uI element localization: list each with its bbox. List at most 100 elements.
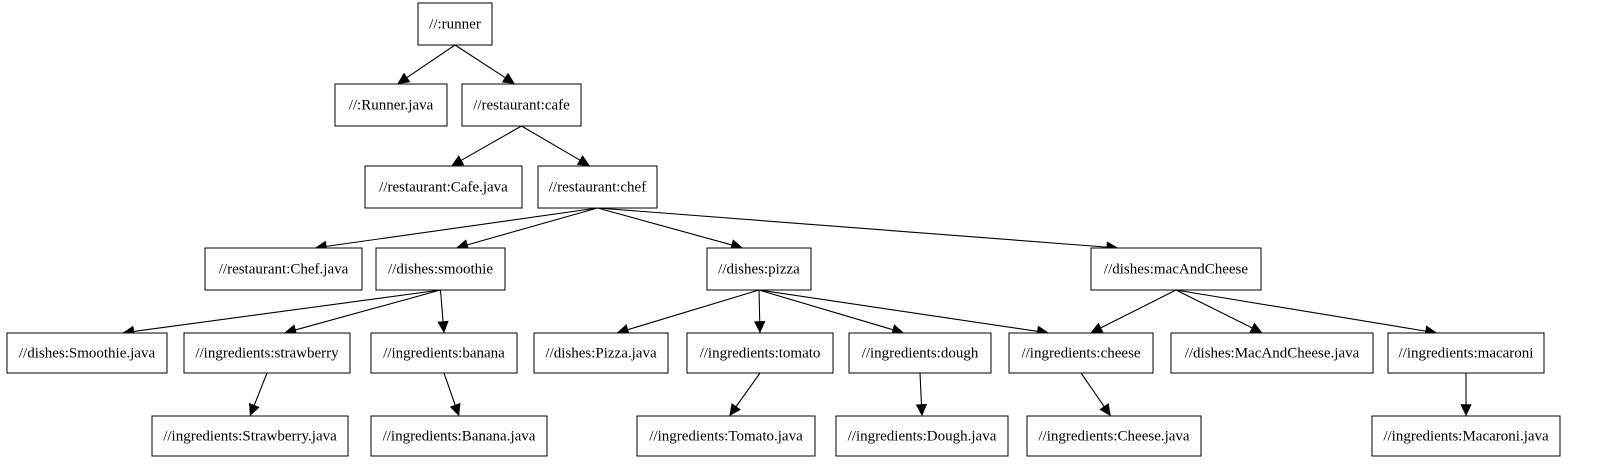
node-label-macandcheese-java: //dishes:MacAndCheese.java (1185, 345, 1360, 361)
node-smoothie[interactable]: //dishes:smoothie (375, 247, 506, 291)
node-label-chef: //restaurant:chef (549, 179, 646, 195)
edge-cafe-to-cafe-java (461, 125, 522, 161)
node-label-smoothie-java: //dishes:Smoothie.java (19, 345, 156, 361)
edge-chef-to-chef-java (326, 207, 598, 247)
node-label-cheese-java: //ingredients:Cheese.java (1038, 428, 1190, 444)
arrowhead-banana-java (449, 402, 461, 417)
edge-macandcheese-to-cheese (1100, 289, 1177, 329)
node-box-tomato[interactable] (686, 332, 834, 374)
node-strawberry-java[interactable]: //ingredients:Strawberry.java (151, 415, 349, 457)
edge-tomato-to-tomato-java (735, 372, 761, 407)
node-macaroni[interactable]: //ingredients:macaroni (1387, 332, 1545, 374)
node-label-tomato: //ingredients:tomato (700, 345, 821, 361)
edge-pizza-to-tomato (758, 289, 761, 322)
node-box-runner[interactable] (417, 2, 493, 46)
edge-pizza-to-cheese (758, 289, 1038, 332)
node-box-dough[interactable] (848, 332, 992, 374)
node-box-dough-java[interactable] (835, 415, 1009, 457)
node-banana-java[interactable]: //ingredients:Banana.java (370, 415, 548, 457)
node-label-macaroni: //ingredients:macaroni (1399, 345, 1534, 361)
node-macandcheese-java[interactable]: //dishes:MacAndCheese.java (1170, 332, 1374, 374)
node-box-macandcheese[interactable] (1090, 247, 1262, 291)
node-box-pizza-java[interactable] (533, 332, 669, 374)
node-box-smoothie[interactable] (375, 247, 506, 291)
edge-pizza-to-dough (758, 289, 894, 331)
node-box-chef-java[interactable] (204, 247, 363, 291)
node-box-cafe-java[interactable] (364, 165, 523, 209)
arrowhead-cafe (501, 72, 516, 85)
node-box-cheese[interactable] (1008, 332, 1154, 374)
node-label-banana: //ingredients:banana (383, 345, 505, 361)
node-cafe[interactable]: //restaurant:cafe (461, 83, 582, 127)
edge-cafe-to-chef (521, 125, 581, 161)
node-box-macaroni[interactable] (1387, 332, 1545, 374)
node-box-cheese-java[interactable] (1026, 415, 1202, 457)
node-label-runner: //:runner (429, 16, 481, 32)
node-label-tomato-java: //ingredients:Tomato.java (649, 428, 803, 444)
node-macandcheese[interactable]: //dishes:macAndCheese (1090, 247, 1262, 291)
node-label-macandcheese: //dishes:macAndCheese (1104, 261, 1248, 277)
arrowhead-cafe-java (451, 155, 465, 167)
node-box-smoothie-java[interactable] (6, 332, 168, 374)
node-cheese[interactable]: //ingredients:cheese (1008, 332, 1154, 374)
node-box-runner-java[interactable] (334, 83, 448, 127)
node-box-cafe[interactable] (461, 83, 582, 127)
node-box-macaroni-java[interactable] (1371, 415, 1561, 457)
node-tomato-java[interactable]: //ingredients:Tomato.java (636, 415, 816, 457)
node-box-macandcheese-java[interactable] (1170, 332, 1374, 374)
edge-pizza-to-pizza-java (627, 289, 760, 331)
node-box-tomato-java[interactable] (636, 415, 816, 457)
edge-runner-to-runner-java (406, 44, 456, 79)
node-cafe-java[interactable]: //restaurant:Cafe.java (364, 165, 523, 209)
edge-smoothie-to-strawberry (295, 289, 441, 331)
node-banana[interactable]: //ingredients:banana (370, 332, 518, 374)
node-label-pizza: //dishes:pizza (718, 261, 800, 277)
node-box-strawberry[interactable] (183, 332, 351, 374)
node-runner[interactable]: //:runner (417, 2, 493, 46)
node-label-cafe-java: //restaurant:Cafe.java (379, 179, 508, 195)
edge-chef-to-smoothie (467, 207, 598, 246)
edge-cheese-to-cheese-java (1080, 372, 1105, 407)
node-pizza-java[interactable]: //dishes:Pizza.java (533, 332, 669, 374)
arrowhead-chef (576, 155, 591, 167)
node-label-cafe: //restaurant:cafe (473, 97, 570, 113)
node-pizza[interactable]: //dishes:pizza (706, 247, 812, 291)
node-box-banana-java[interactable] (370, 415, 548, 457)
node-box-strawberry-java[interactable] (151, 415, 349, 457)
edge-smoothie-to-banana (439, 289, 444, 322)
arrowhead-runner-java (397, 72, 411, 85)
node-tomato[interactable]: //ingredients:tomato (686, 332, 834, 374)
node-runner-java[interactable]: //:Runner.java (334, 83, 448, 127)
edge-macandcheese-to-macandcheese-java (1175, 289, 1253, 329)
edge-chef-to-macandcheese (597, 207, 1107, 248)
node-label-chef-java: //restaurant:Chef.java (219, 261, 349, 277)
node-box-banana[interactable] (370, 332, 518, 374)
node-box-chef[interactable] (537, 165, 658, 209)
node-cheese-java[interactable]: //ingredients:Cheese.java (1026, 415, 1202, 457)
node-chef-java[interactable]: //restaurant:Chef.java (204, 247, 363, 291)
node-label-dough-java: //ingredients:Dough.java (848, 428, 997, 444)
node-dough-java[interactable]: //ingredients:Dough.java (835, 415, 1009, 457)
arrowhead-tomato (754, 321, 766, 334)
node-chef[interactable]: //restaurant:chef (537, 165, 658, 209)
edge-runner-to-cafe (454, 44, 506, 79)
node-smoothie-java[interactable]: //dishes:Smoothie.java (6, 332, 168, 374)
node-box-pizza[interactable] (706, 247, 812, 291)
node-label-strawberry-java: //ingredients:Strawberry.java (163, 428, 337, 444)
node-label-macaroni-java: //ingredients:Macaroni.java (1383, 428, 1549, 444)
nodes-layer: //:runner //:Runner.java //restaurant:cafe… (6, 2, 1561, 457)
node-strawberry[interactable]: //ingredients:strawberry (183, 332, 351, 374)
arrowhead-dough-java (915, 403, 928, 417)
node-dough[interactable]: //ingredients:dough (848, 332, 992, 374)
arrowhead-banana (437, 320, 449, 334)
edge-banana-to-banana-java (443, 372, 456, 406)
edge-smoothie-to-smoothie-java (133, 289, 441, 333)
edge-macandcheese-to-macaroni (1175, 289, 1426, 332)
arrowhead-strawberry-java (249, 402, 260, 417)
arrowhead-macaroni-java (1460, 404, 1472, 417)
node-label-strawberry: //ingredients:strawberry (195, 345, 339, 361)
node-macaroni-java[interactable]: //ingredients:Macaroni.java (1371, 415, 1561, 457)
node-label-banana-java: //ingredients:Banana.java (383, 428, 536, 444)
